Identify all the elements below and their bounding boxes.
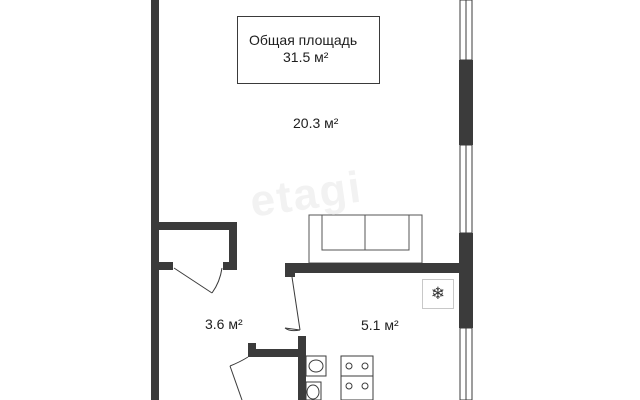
total-area-box <box>237 16 380 84</box>
left-wall <box>151 0 159 400</box>
closet-door <box>173 267 223 294</box>
sofa-icon <box>308 214 423 264</box>
kitchen-door <box>284 276 301 332</box>
total-area-value: 31.5 м² <box>283 49 329 65</box>
kitchen-partition <box>285 263 460 273</box>
toilet-icon <box>305 381 322 400</box>
sink-icon <box>305 355 327 377</box>
total-area-label: Общая площадь <box>249 32 358 48</box>
right-wall-pier-2 <box>459 233 473 328</box>
bathroom-walls <box>248 336 306 400</box>
hall-area: 3.6 м² <box>205 316 243 332</box>
closet-walls <box>159 222 237 270</box>
snowflake-icon: ❄ <box>422 279 454 309</box>
bathroom-door <box>229 356 249 400</box>
stove-icon <box>340 355 374 400</box>
right-wall-pier-1 <box>459 60 473 145</box>
kitchen-area: 5.1 м² <box>361 317 399 333</box>
main-room-area: 20.3 м² <box>293 115 339 131</box>
